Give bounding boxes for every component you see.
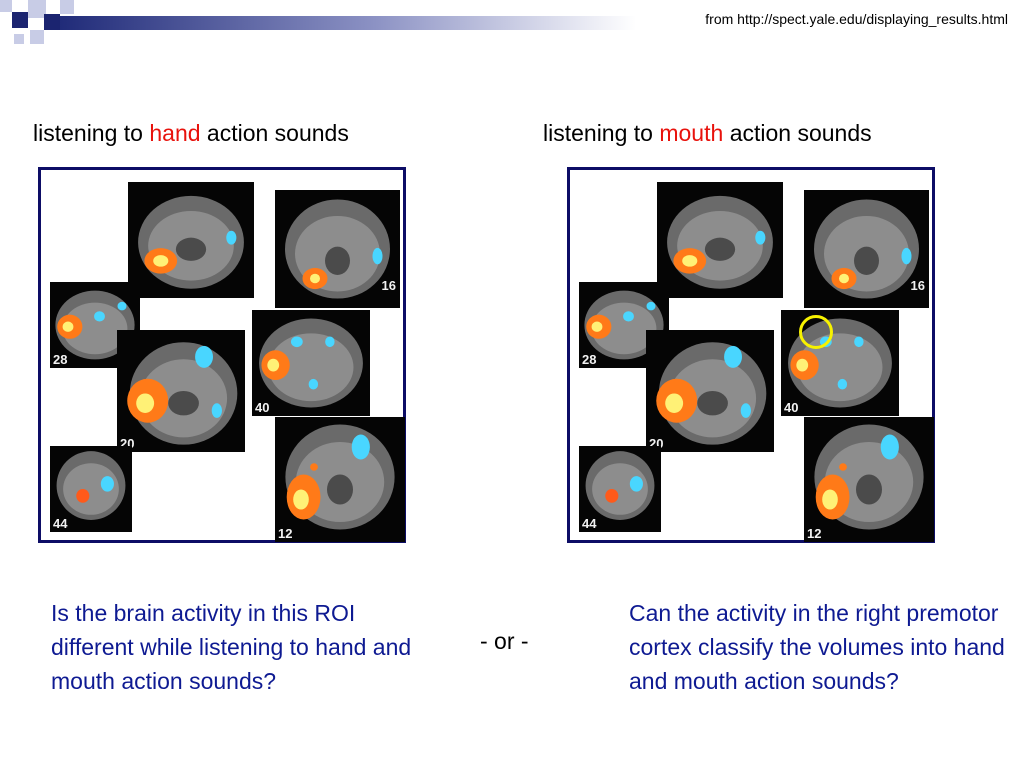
roi-circle-marker bbox=[799, 315, 833, 349]
source-attribution: from http://spect.yale.edu/displaying_re… bbox=[705, 11, 1008, 27]
question-left: Is the brain activity in this ROI differ… bbox=[51, 600, 412, 694]
brain-slice-image: 44 bbox=[50, 446, 132, 532]
left-title-suffix: action sounds bbox=[206, 120, 349, 146]
right-title-prefix: listening to bbox=[543, 120, 653, 146]
brain-slice-image: 16 bbox=[804, 190, 929, 308]
brain-slice-image: 12 bbox=[275, 417, 405, 542]
question-right: Can the activity in the right premotor c… bbox=[629, 600, 1005, 694]
brain-slice-image bbox=[657, 182, 783, 298]
brain-slice-image: 16 bbox=[275, 190, 400, 308]
slice-number: 44 bbox=[53, 516, 68, 531]
left-panel-title: listening to hand action sounds bbox=[33, 120, 349, 147]
slice-number: 16 bbox=[910, 278, 925, 293]
brain-slice-image: 12 bbox=[804, 417, 934, 542]
brain-slice-image bbox=[128, 182, 254, 298]
slice-number: 40 bbox=[255, 400, 270, 415]
right-panel-title: listening to mouth action sounds bbox=[543, 120, 872, 147]
slice-number: 12 bbox=[278, 526, 293, 541]
or-separator: - or - bbox=[480, 628, 529, 654]
right-brain-frame: 16 28 20 40 12 44 bbox=[567, 167, 935, 543]
right-title-suffix: action sounds bbox=[729, 120, 872, 146]
brain-slice-image: 40 bbox=[781, 310, 899, 416]
brain-slice-image: 40 bbox=[252, 310, 370, 416]
slice-number: 44 bbox=[582, 516, 597, 531]
slice-number: 28 bbox=[53, 352, 68, 367]
left-title-highlight: hand bbox=[149, 120, 201, 146]
slice-number: 28 bbox=[582, 352, 597, 367]
slice-number: 12 bbox=[807, 526, 822, 541]
brain-slice-image: 44 bbox=[579, 446, 661, 532]
right-title-highlight: mouth bbox=[659, 120, 724, 146]
left-title-prefix: listening to bbox=[33, 120, 143, 146]
brain-slice-image: 20 bbox=[646, 330, 774, 452]
slice-number: 40 bbox=[784, 400, 799, 415]
slice-number: 16 bbox=[381, 278, 396, 293]
brain-slice-image: 20 bbox=[117, 330, 245, 452]
header-decoration bbox=[0, 0, 636, 44]
left-brain-frame: 16 28 20 40 12 44 bbox=[38, 167, 406, 543]
